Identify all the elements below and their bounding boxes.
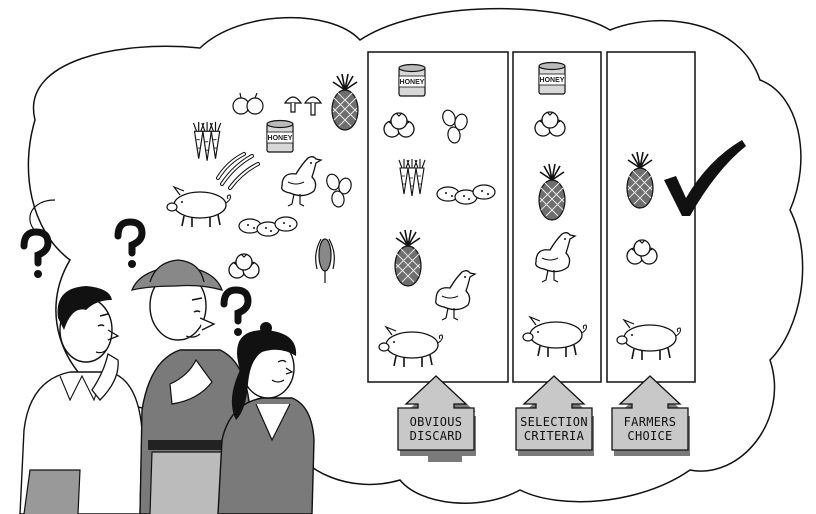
label-line: DISCARD — [398, 429, 474, 443]
label-line: CHOICE — [612, 429, 688, 443]
label-line: FARMERS — [612, 415, 688, 429]
label-line: SELECTION — [514, 415, 594, 429]
label-obvious-discard: OBVIOUS DISCARD — [398, 415, 474, 443]
svg-text:HONEY: HONEY — [540, 77, 565, 84]
svg-text:HONEY: HONEY — [268, 135, 293, 142]
honey-can-icon: HONEY — [399, 65, 425, 97]
question-mark-icon — [24, 232, 48, 278]
label-selection-criteria: SELECTION CRITERIA — [514, 415, 594, 443]
label-line: CRITERIA — [514, 429, 594, 443]
svg-text:HONEY: HONEY — [400, 79, 425, 86]
label-line: OBVIOUS — [398, 415, 474, 429]
label-farmers-choice: FARMERS CHOICE — [612, 415, 688, 443]
honey-can-icon: HONEY — [267, 121, 293, 153]
panel-obvious-discard — [368, 52, 508, 382]
honey-can-icon: HONEY — [539, 63, 565, 95]
